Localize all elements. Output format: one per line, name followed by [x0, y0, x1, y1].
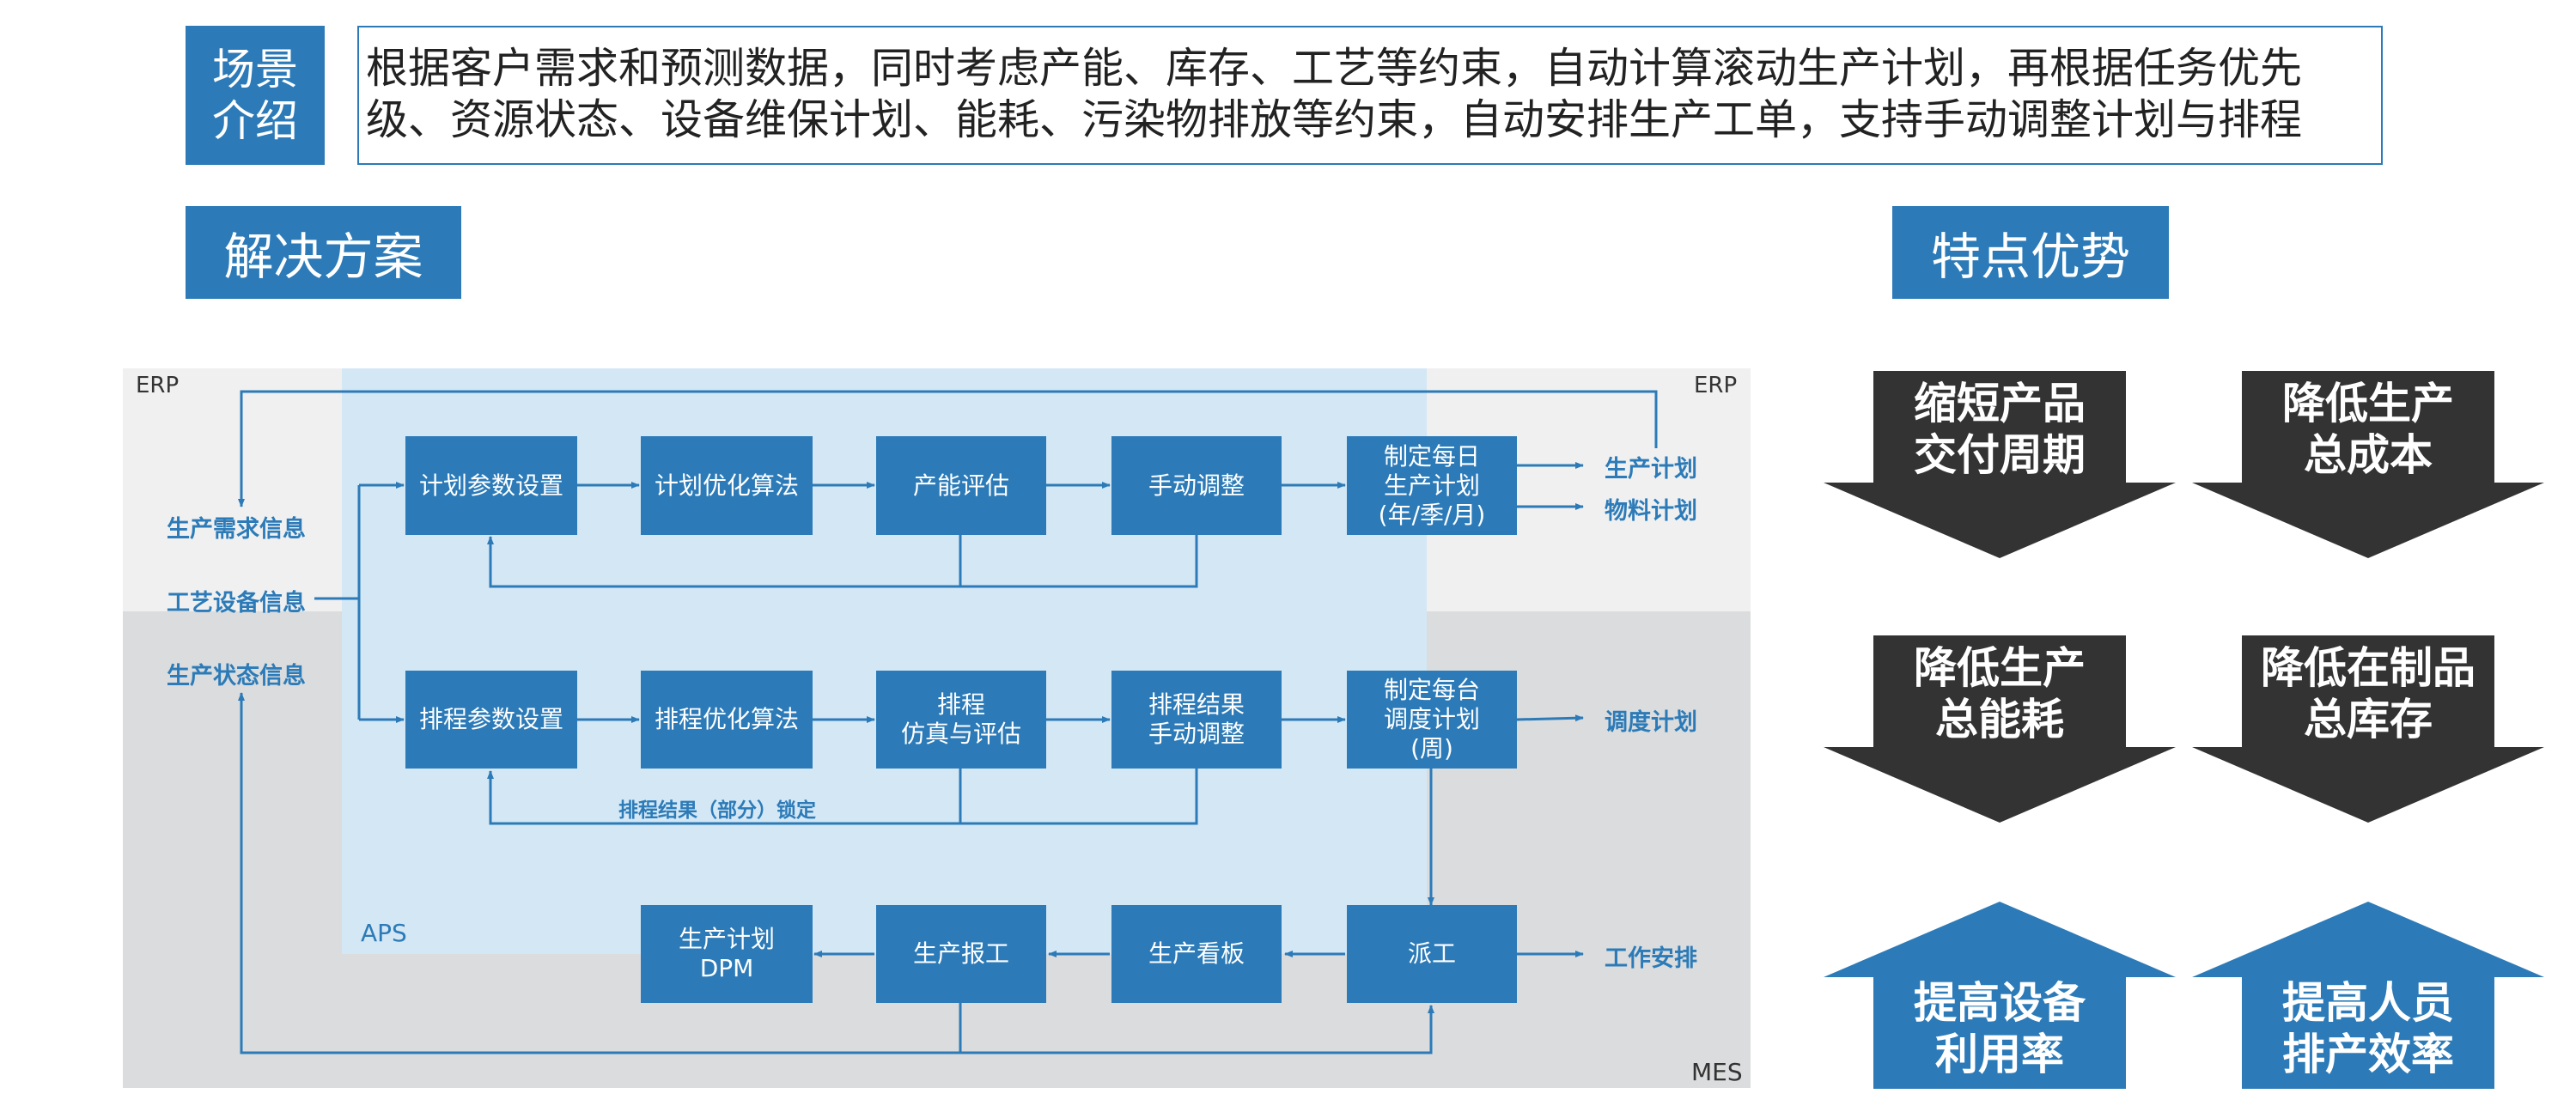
manual-adjust-box: 手动调整: [1111, 436, 1282, 535]
production-report-box: 生产报工: [876, 905, 1046, 1003]
output-production-plan: 生产计划: [1605, 456, 1697, 483]
up-arrow-icon: [1824, 902, 2176, 1089]
plan-param-box: 计划参数设置: [405, 436, 577, 535]
advantage-label: 提高设备 利用率: [1914, 977, 2086, 1079]
schedule-param-box: 排程参数设置: [405, 671, 577, 769]
schedule-algo-box: 排程优化算法: [641, 671, 813, 769]
schedule-sim-box: 排程 仿真与评估: [876, 671, 1046, 769]
advantage-label: 缩短产品 交付周期: [1914, 378, 2086, 480]
mes-label: MES: [1691, 1058, 1743, 1086]
plan-algo-box: 计划优化算法: [641, 436, 813, 535]
schedule-manual-box: 排程结果 手动调整: [1111, 671, 1282, 769]
advantage-label: 降低在制品 总库存: [2261, 642, 2476, 744]
production-board-box: 生产看板: [1111, 905, 1282, 1003]
output-work-arrangement: 工作安排: [1605, 945, 1697, 972]
aps-label: APS: [361, 919, 407, 947]
intro-text: 根据客户需求和预测数据，同时考虑产能、库存、工艺等约束，自动计算滚动生产计划，再…: [357, 26, 2383, 165]
capacity-box: 产能评估: [876, 436, 1046, 535]
intro-tag: 场景介绍: [186, 26, 325, 165]
schedule-lock-note: 排程结果（部分）锁定: [618, 799, 816, 822]
machine-schedule-box: 制定每台 调度计划 (周): [1347, 671, 1517, 769]
output-dispatch-plan: 调度计划: [1605, 709, 1697, 736]
down-arrow-icon: [1824, 371, 2176, 558]
up-arrow-icon: [2192, 902, 2544, 1089]
input-process: 工艺设备信息: [167, 590, 306, 617]
advantage-label: 降低生产 总能耗: [1914, 642, 2086, 744]
down-arrow-icon: [1824, 635, 2176, 823]
dispatch-box: 派工: [1347, 905, 1517, 1003]
dpm-box: 生产计划 DPM: [641, 905, 813, 1003]
output-material-plan: 物料计划: [1605, 498, 1697, 525]
advantage-label: 降低生产 总成本: [2282, 378, 2454, 480]
input-status: 生产状态信息: [167, 663, 306, 690]
advantage-label: 提高人员 排产效率: [2282, 977, 2454, 1079]
erp-label-right: ERP: [1694, 373, 1738, 398]
solution-title: 解决方案: [186, 206, 461, 299]
down-arrow-icon: [2192, 371, 2544, 558]
daily-plan-box: 制定每日 生产计划 (年/季/月): [1347, 436, 1517, 535]
erp-label-left: ERP: [136, 373, 180, 398]
input-demand: 生产需求信息: [167, 516, 306, 543]
features-title: 特点优势: [1892, 206, 2169, 299]
down-arrow-icon: [2192, 635, 2544, 823]
